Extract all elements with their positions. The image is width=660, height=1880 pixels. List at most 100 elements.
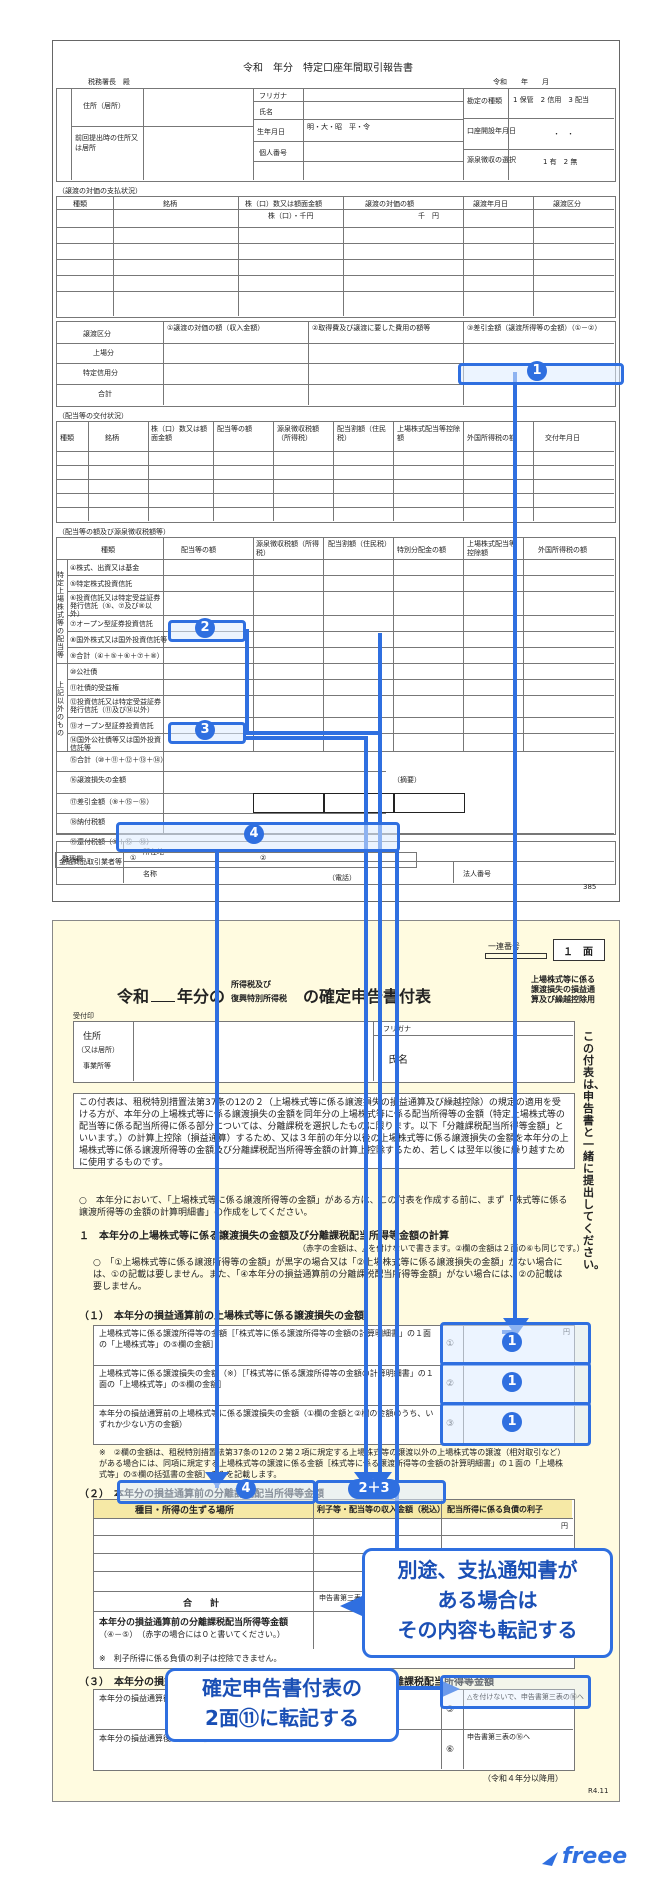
dividend-header-deduction: 上場株式配当等控除額 xyxy=(397,425,460,442)
footer-note: （令和４年分以降用） xyxy=(483,1774,563,1783)
t2-total-label: 合 計 xyxy=(183,1599,220,1609)
transfer-header-date: 譲渡年月日 xyxy=(473,200,508,208)
connector-line-3c xyxy=(244,736,367,740)
account-open-value: ・ ・ xyxy=(553,130,574,138)
connector-line-3d xyxy=(364,736,368,1488)
badge-place: 4 xyxy=(236,1479,256,1499)
name-label: 氏名 xyxy=(259,108,273,116)
notice-1: ○ 本年分において、「上場株式等に係る譲渡所得等の金額」がある方は、この付表を作… xyxy=(79,1196,568,1218)
title-small-1: 所得税及び xyxy=(231,980,271,989)
callout-2-pointer xyxy=(398,1686,442,1690)
d2-header-deduction: 上場株式配当等控除額 xyxy=(467,540,516,557)
title-small-2: 復興特別所得税 xyxy=(231,994,287,1003)
dividend-header-foreign: 外国所得税の額 xyxy=(467,434,516,442)
processing-label: 整理欄 xyxy=(62,855,83,863)
annual-trade-report-form: 令和 年分 特定口座年間取引報告書 税務署長 殿 令和 年 月 住所（居所） 前… xyxy=(52,40,620,902)
page-number: １ 面 xyxy=(563,947,593,958)
account-open-label: 口座開設年月日 xyxy=(467,127,516,135)
d2-group1-label: 特定上場株式等の配当等 xyxy=(57,571,64,659)
d2-row-12: ⑫投資信託又は特定受益証券発行信託（⑪及び⑭以外） xyxy=(70,698,161,714)
summary-header-cost: ②取得費及び譲渡に要した費用の額等 xyxy=(312,324,431,332)
loss-row-17: ⑰差引金額（⑨＋⑮－⑯） xyxy=(70,798,154,806)
section-1-title: １ 本年分の上場株式等に係る譲渡損失の金額及び分離課税配当所得等金額の計算 xyxy=(79,1231,449,1242)
withholding-label: 源泉徴収の選択 xyxy=(467,156,516,164)
summary-row-credit: 特定信用分 xyxy=(83,369,118,377)
d2-row-8: ⑧国外株式又は国外投資信託等 xyxy=(70,636,168,644)
dividend-table xyxy=(56,421,616,523)
d2-row-15: ⑮合計（⑩＋⑪＋⑫＋⑬＋⑭） xyxy=(70,756,168,764)
badge-income: 2＋3 xyxy=(348,1479,400,1499)
d2-header-special: 特別分配金の額 xyxy=(397,546,446,554)
highlight-row-5 xyxy=(440,1675,591,1709)
d2-header-local: 配当割額（住民税） xyxy=(328,540,391,548)
loss-row-16: ⑯譲渡損失の金額 xyxy=(70,776,126,784)
title-paren: 上場株式等に係る譲渡損失の損益通算及び繰越控除用 xyxy=(531,975,595,1004)
form-code: 385 xyxy=(583,883,597,891)
note-1: ※ ②欄の金額は、租税特別措置法第37条の12の２第２項に規定する上場株式等の譲… xyxy=(99,1448,566,1479)
account-kind-label: 勘定の種類 xyxy=(467,97,502,105)
connector-line-2b xyxy=(245,731,381,735)
callout-2-line-1: 確定申告書付表の xyxy=(202,1676,362,1700)
dividend2-table xyxy=(56,537,616,835)
dividend-header-local: 配当割額（住民税） xyxy=(337,425,386,442)
my-number-label: 個人番号 xyxy=(259,149,287,157)
callout-2-line-2: 2面⑪に転記する xyxy=(205,1706,359,1730)
office-label: 事業所等 xyxy=(83,1062,111,1070)
report-title: 令和 年分 特定口座年間取引報告書 xyxy=(243,63,413,74)
provider-label: 金融商品取引業者等 xyxy=(59,858,122,866)
remarks-label: （摘要） xyxy=(393,776,421,784)
receipt-stamp-label: 受付印 xyxy=(73,1012,94,1020)
row-1-label: 上場株式等に係る譲渡所得等の金額［「株式等に係る譲渡所得等の金額の計算明細書」の… xyxy=(99,1329,431,1349)
title-era: 令和 xyxy=(117,987,150,1006)
loss-row-19: ⑲還付税額（⑨＋⑮－⑱） xyxy=(70,838,154,846)
side-note: この付表は、申告書と一緒に提出してください。 xyxy=(583,1030,605,1271)
transfer-header-amount: 譲渡の対価の額 xyxy=(365,200,414,208)
d2-header-amount: 配当等の額 xyxy=(181,546,216,554)
d2-row-11: ⑪社債的受益権 xyxy=(70,684,119,692)
row-6-num: ⑥ xyxy=(446,1745,455,1755)
transfer-section-title: （譲渡の対価の支払状況） xyxy=(58,187,142,195)
callout-1-line-1: 別途、支払通知書が xyxy=(397,1558,578,1582)
footer-code: R4.11 xyxy=(588,1787,609,1795)
serial-number-label: 一連番号 xyxy=(488,942,520,951)
dividend-header-amount: 配当等の額 xyxy=(217,425,252,433)
corp-number-label: 法人番号 xyxy=(463,870,491,878)
transfer-unit-yen: 千 円 xyxy=(418,212,439,220)
freee-bird-icon xyxy=(542,1852,558,1866)
brand-logo: freee xyxy=(562,1844,628,1869)
birth-era-options: 明・大・昭 平・令 xyxy=(307,123,370,131)
transfer-header-category: 譲渡区分 xyxy=(553,200,581,208)
d2-row-13: ⑬オープン型証券投資信託 xyxy=(70,722,154,730)
arrow-right-icon xyxy=(440,1680,460,1698)
birthdate-label: 生年月日 xyxy=(257,128,285,136)
intro-text: この付表は、租税特別措置法第37条の12の２（上場株式等に係る譲渡損失の損益通算… xyxy=(79,1098,569,1168)
d2-row-4: ④株式、出資又は基金 xyxy=(70,564,140,572)
dividend-header-date: 交付年月日 xyxy=(545,434,580,442)
d2-row-5: ⑤特定株式投資信託 xyxy=(70,580,133,588)
processing-row xyxy=(55,852,417,868)
transfer-header-shares: 株（口）数又は額面金額 xyxy=(245,200,322,208)
processing-mark-1: ① xyxy=(130,854,137,862)
processing-mark-2: ② xyxy=(260,854,267,862)
tax-office-label: 税務署長 殿 xyxy=(88,78,130,86)
row-6-tag: 申告書第三表の⑯へ xyxy=(467,1733,530,1741)
section-1-note: （赤字の金額は、△を付けないで書きます。②欄の金額は２面の⑥も同じです。） xyxy=(298,1244,585,1253)
withholding-value: 1 有 2 無 xyxy=(543,158,578,166)
subsection-1-title: （１） 本年分の損益通算前の上場株式等に係る譲渡損失の金額 xyxy=(79,1311,364,1322)
t2-header-place: 種目・所得の生ずる場所 xyxy=(135,1506,235,1516)
connector-line-2 xyxy=(245,629,249,731)
dividend-header-shares: 株（口）数又は額面金額 xyxy=(151,425,207,442)
badge-3: 3 xyxy=(195,720,215,740)
arrow-left-icon xyxy=(340,1596,362,1616)
d2-row-14: ⑭国外公社債等又は国外投資信託等 xyxy=(70,736,161,752)
dividend-section-title: （配当等の交付状況） xyxy=(58,412,128,420)
loss-row-18: ⑱納付税額 xyxy=(70,818,105,826)
row-5-num: ⑤ xyxy=(446,1705,455,1715)
owner-address-label: 住所（居所） xyxy=(83,102,125,110)
transfer-header-brand: 銘柄 xyxy=(163,200,177,208)
address-label: 住所 xyxy=(83,1032,102,1042)
callout-transfer-page2: 確定申告書付表の 2面⑪に転記する xyxy=(165,1668,399,1742)
account-kind-value: 1 保管 2 信用 3 配当 xyxy=(513,96,590,104)
callout-1-line-3: その内容も転記する xyxy=(397,1618,578,1642)
interest-note: ※ 利子所得に係る負債の利子は控除できません。 xyxy=(99,1654,282,1663)
